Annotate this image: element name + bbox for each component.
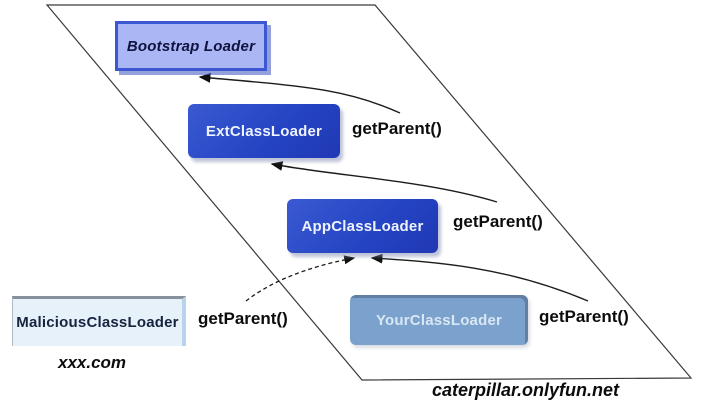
node-bootstrap-loader: Bootstrap Loader [115,21,267,71]
edge-label-getparent-malicious: getParent() [198,309,288,328]
arrow-ext-to-bootstrap [198,73,401,114]
node-malicious-class-loader: MaliciousClassLoader [12,296,186,346]
node-your-class-loader: YourClassLoader [350,295,528,345]
node-malicious-class-loader-label: MaliciousClassLoader [16,314,179,331]
parallelogram-outline [45,4,693,381]
node-bootstrap-loader-label: Bootstrap Loader [126,37,256,55]
edge-label-getparent-ext: getParent() [352,119,442,138]
edge-label-getparent-your: getParent() [539,307,629,326]
node-your-class-loader-label: YourClassLoader [375,311,503,329]
caption-watermark: caterpillar.onlyfun.net [432,380,620,400]
arrow-malicious-to-app-dashed [245,255,356,302]
arrow-app-to-ext [270,161,498,203]
node-app-class-loader: AppClassLoader [287,199,438,253]
caption-xxx-com: xxx.com [58,353,127,372]
edge-label-getparent-app: getParent() [453,212,543,231]
node-app-class-loader-label: AppClassLoader [301,217,424,235]
node-ext-class-loader: ExtClassLoader [188,104,340,158]
node-ext-class-loader-label: ExtClassLoader [205,122,323,140]
arrow-your-to-app [370,253,589,302]
